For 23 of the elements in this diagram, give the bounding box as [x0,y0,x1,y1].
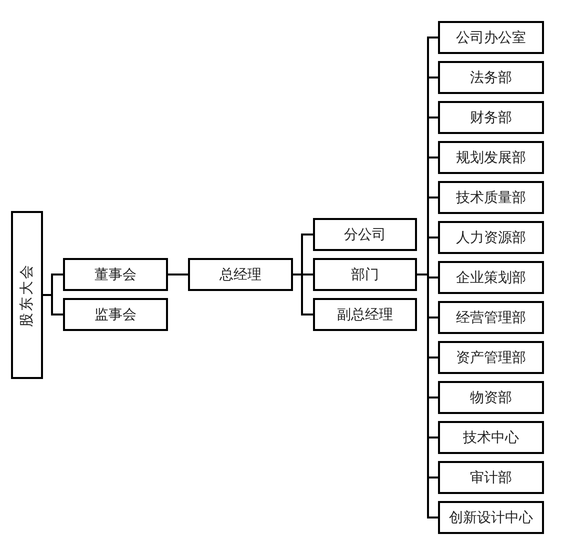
org-box: 资产管理部 [438,341,544,374]
org-box: 监事会 [63,298,168,331]
org-box: 物资部 [438,381,544,414]
org-box: 分公司 [313,218,417,251]
org-box: 人力资源部 [438,221,544,254]
org-box: 财务部 [438,101,544,134]
org-box: 副总经理 [313,298,417,331]
org-box: 企业策划部 [438,261,544,294]
org-box: 技术质量部 [438,181,544,214]
org-box: 技术中心 [438,421,544,454]
org-box: 董事会 [63,258,168,291]
org-box: 公司办公室 [438,21,544,54]
org-box: 总经理 [188,258,293,291]
connector-line [43,294,63,316]
org-box: 规划发展部 [438,141,544,174]
connector-line [168,274,188,276]
org-box: 法务部 [438,61,544,94]
org-box: 部门 [313,258,417,291]
org-box: 经营管理部 [438,301,544,334]
org-box: 审计部 [438,461,544,494]
connector-line [293,274,313,316]
org-box: 创新设计中心 [438,501,544,534]
vertical-box: 股东大会 [11,211,43,379]
